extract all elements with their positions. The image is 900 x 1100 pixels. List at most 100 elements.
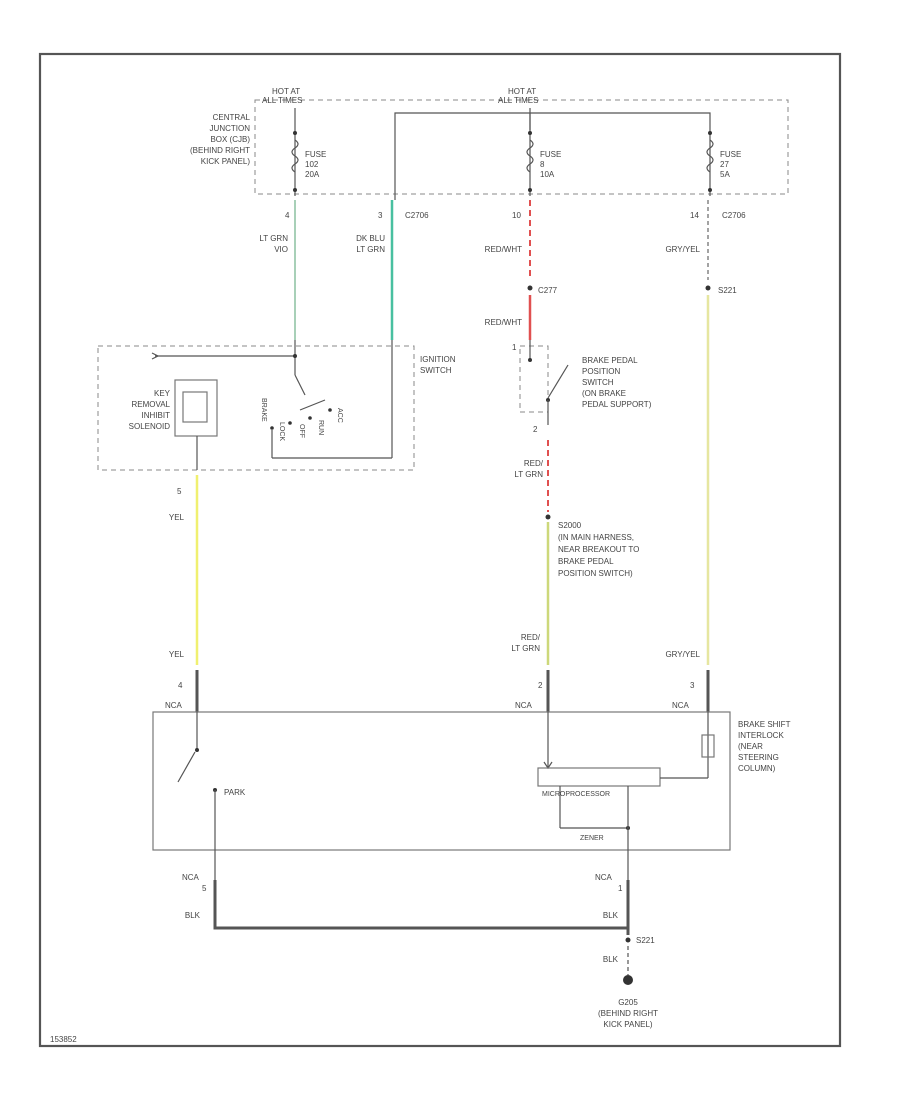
key-removal-solenoid <box>174 379 218 437</box>
pin-10: 10 <box>512 211 521 220</box>
svg-text:BRAKE PEDAL: BRAKE PEDAL <box>558 557 614 566</box>
brake-switch-box <box>519 345 549 413</box>
svg-text:COLUMN): COLUMN) <box>738 764 776 773</box>
solenoid-coil <box>182 391 208 423</box>
ignition-label-b: SWITCH <box>420 366 452 375</box>
brake-pedal-switch <box>528 340 569 425</box>
svg-text:(IN MAIN HARNESS,: (IN MAIN HARNESS, <box>558 533 634 542</box>
svg-text:20A: 20A <box>305 170 320 179</box>
microprocessor <box>537 712 715 787</box>
ignition-positions: BRAKE LOCK OFF RUN ACC <box>260 398 343 441</box>
brake-shift-interlock-module <box>152 711 731 851</box>
svg-text:BRAKE PEDAL: BRAKE PEDAL <box>582 356 638 365</box>
svg-text:FUSE: FUSE <box>305 150 326 159</box>
svg-text:27: 27 <box>720 160 729 169</box>
s221-dot <box>705 285 711 291</box>
pin-4: 4 <box>285 211 290 220</box>
svg-text:KICK PANEL): KICK PANEL) <box>201 157 251 166</box>
svg-text:(BEHIND RIGHT: (BEHIND RIGHT <box>598 1009 658 1018</box>
svg-text:S2000: S2000 <box>558 521 582 530</box>
s221b-dot <box>625 937 631 943</box>
svg-text:BRAKE: BRAKE <box>260 398 267 422</box>
svg-text:(BEHIND RIGHT: (BEHIND RIGHT <box>190 146 250 155</box>
brake-switch-pin-1: 1 <box>512 343 517 352</box>
wire-lt-grn-label-b: VIO <box>274 245 288 254</box>
svg-text:BOX (CJB): BOX (CJB) <box>210 135 250 144</box>
svg-text:FUSE: FUSE <box>540 150 561 159</box>
wire-red-wht-label-2: RED/WHT <box>485 318 522 327</box>
splice-c277: C277 <box>538 286 558 295</box>
ground-label: G205 (BEHIND RIGHT KICK PANEL) <box>598 998 658 1029</box>
microprocessor-label: MICROPROCESSOR <box>542 791 610 798</box>
wire-yel-label-2: YEL <box>169 650 185 659</box>
wire-red-ltgrn-label-2: RED/ <box>521 633 541 642</box>
ignition-switch-box <box>97 345 415 471</box>
wire-red-wht-label-1: RED/WHT <box>485 245 522 254</box>
wire-blk <box>213 900 628 930</box>
svg-text:KEY: KEY <box>154 389 171 398</box>
fuse-102: FUSE 102 20A <box>291 108 326 196</box>
cjb-bus <box>394 112 711 200</box>
brake-switch-label: BRAKE PEDAL POSITION SWITCH (ON BRAKE PE… <box>582 356 652 409</box>
ground-pin-5: 5 <box>202 884 207 893</box>
svg-text:LOCK: LOCK <box>278 422 285 441</box>
s2000-dot <box>545 514 551 520</box>
svg-text:NEAR BREAKOUT TO: NEAR BREAKOUT TO <box>558 545 639 554</box>
c277-dot <box>527 285 533 291</box>
solenoid-label: KEY REMOVAL INHIBIT SOLENOID <box>129 389 171 431</box>
diagram-frame <box>38 52 842 1048</box>
module-pin-2: 2 <box>538 681 543 690</box>
svg-text:POSITION SWITCH): POSITION SWITCH) <box>558 569 633 578</box>
svg-text:102: 102 <box>305 160 319 169</box>
wire-gry-yel-label-1: GRY/YEL <box>665 245 700 254</box>
connector-c2706-b: C2706 <box>722 211 746 220</box>
svg-text:PEDAL SUPPORT): PEDAL SUPPORT) <box>582 400 652 409</box>
ignition-label: IGNITION <box>420 355 456 364</box>
wire-dk-blu-label-b: LT GRN <box>356 245 385 254</box>
brake-switch-pin-2: 2 <box>533 425 538 434</box>
svg-text:KICK PANEL): KICK PANEL) <box>603 1020 653 1029</box>
svg-text:REMOVAL: REMOVAL <box>131 400 170 409</box>
wire-lt-grn-label: LT GRN <box>259 234 288 243</box>
svg-text:5A: 5A <box>720 170 730 179</box>
hot-label-2b: ALL TIMES <box>498 96 538 105</box>
zener-diode <box>559 786 630 895</box>
svg-text:G205: G205 <box>618 998 638 1007</box>
svg-text:SOLENOID: SOLENOID <box>129 422 171 431</box>
diagram-code: 153852 <box>50 1035 77 1044</box>
svg-text:OFF: OFF <box>298 424 305 438</box>
wire-red-ltgrn-label-1b: LT GRN <box>514 470 543 479</box>
splice-s221b: S221 <box>636 936 655 945</box>
cjb-box <box>254 99 789 195</box>
connector-c2706-a: C2706 <box>405 211 429 220</box>
svg-text:SWITCH: SWITCH <box>582 378 614 387</box>
svg-text:8: 8 <box>540 160 545 169</box>
module-label: BRAKE SHIFT INTERLOCK (NEAR STEERING COL… <box>738 720 791 773</box>
pin-3: 3 <box>378 211 383 220</box>
wire-dk-blu-label: DK BLU <box>356 234 385 243</box>
svg-text:(NEAR: (NEAR <box>738 742 763 751</box>
svg-text:ACC: ACC <box>336 408 343 423</box>
module-pin-3: 3 <box>690 681 695 690</box>
svg-text:10A: 10A <box>540 170 555 179</box>
ground-nca-left: NCA <box>182 873 200 882</box>
svg-text:INHIBIT: INHIBIT <box>142 411 171 420</box>
module-nca-1: NCA <box>165 701 183 710</box>
fuse-27: FUSE 27 5A <box>706 131 741 192</box>
svg-text:(ON BRAKE: (ON BRAKE <box>582 389 626 398</box>
ground-nca-right: NCA <box>595 873 613 882</box>
wire-gry-yel-label-2: GRY/YEL <box>665 650 700 659</box>
svg-text:FUSE: FUSE <box>720 150 741 159</box>
svg-text:POSITION: POSITION <box>582 367 620 376</box>
module-nca-3: NCA <box>672 701 690 710</box>
park-label: PARK <box>224 788 246 797</box>
svg-text:STEERING: STEERING <box>738 753 779 762</box>
svg-text:CENTRAL: CENTRAL <box>213 113 251 122</box>
wire-blk-label-3: BLK <box>603 955 619 964</box>
svg-text:RUN: RUN <box>317 420 324 435</box>
splice-s221: S221 <box>718 286 737 295</box>
module-nca-2: NCA <box>515 701 533 710</box>
wire-red-ltgrn-label-1: RED/ <box>524 459 544 468</box>
ignition-switch <box>151 340 393 459</box>
